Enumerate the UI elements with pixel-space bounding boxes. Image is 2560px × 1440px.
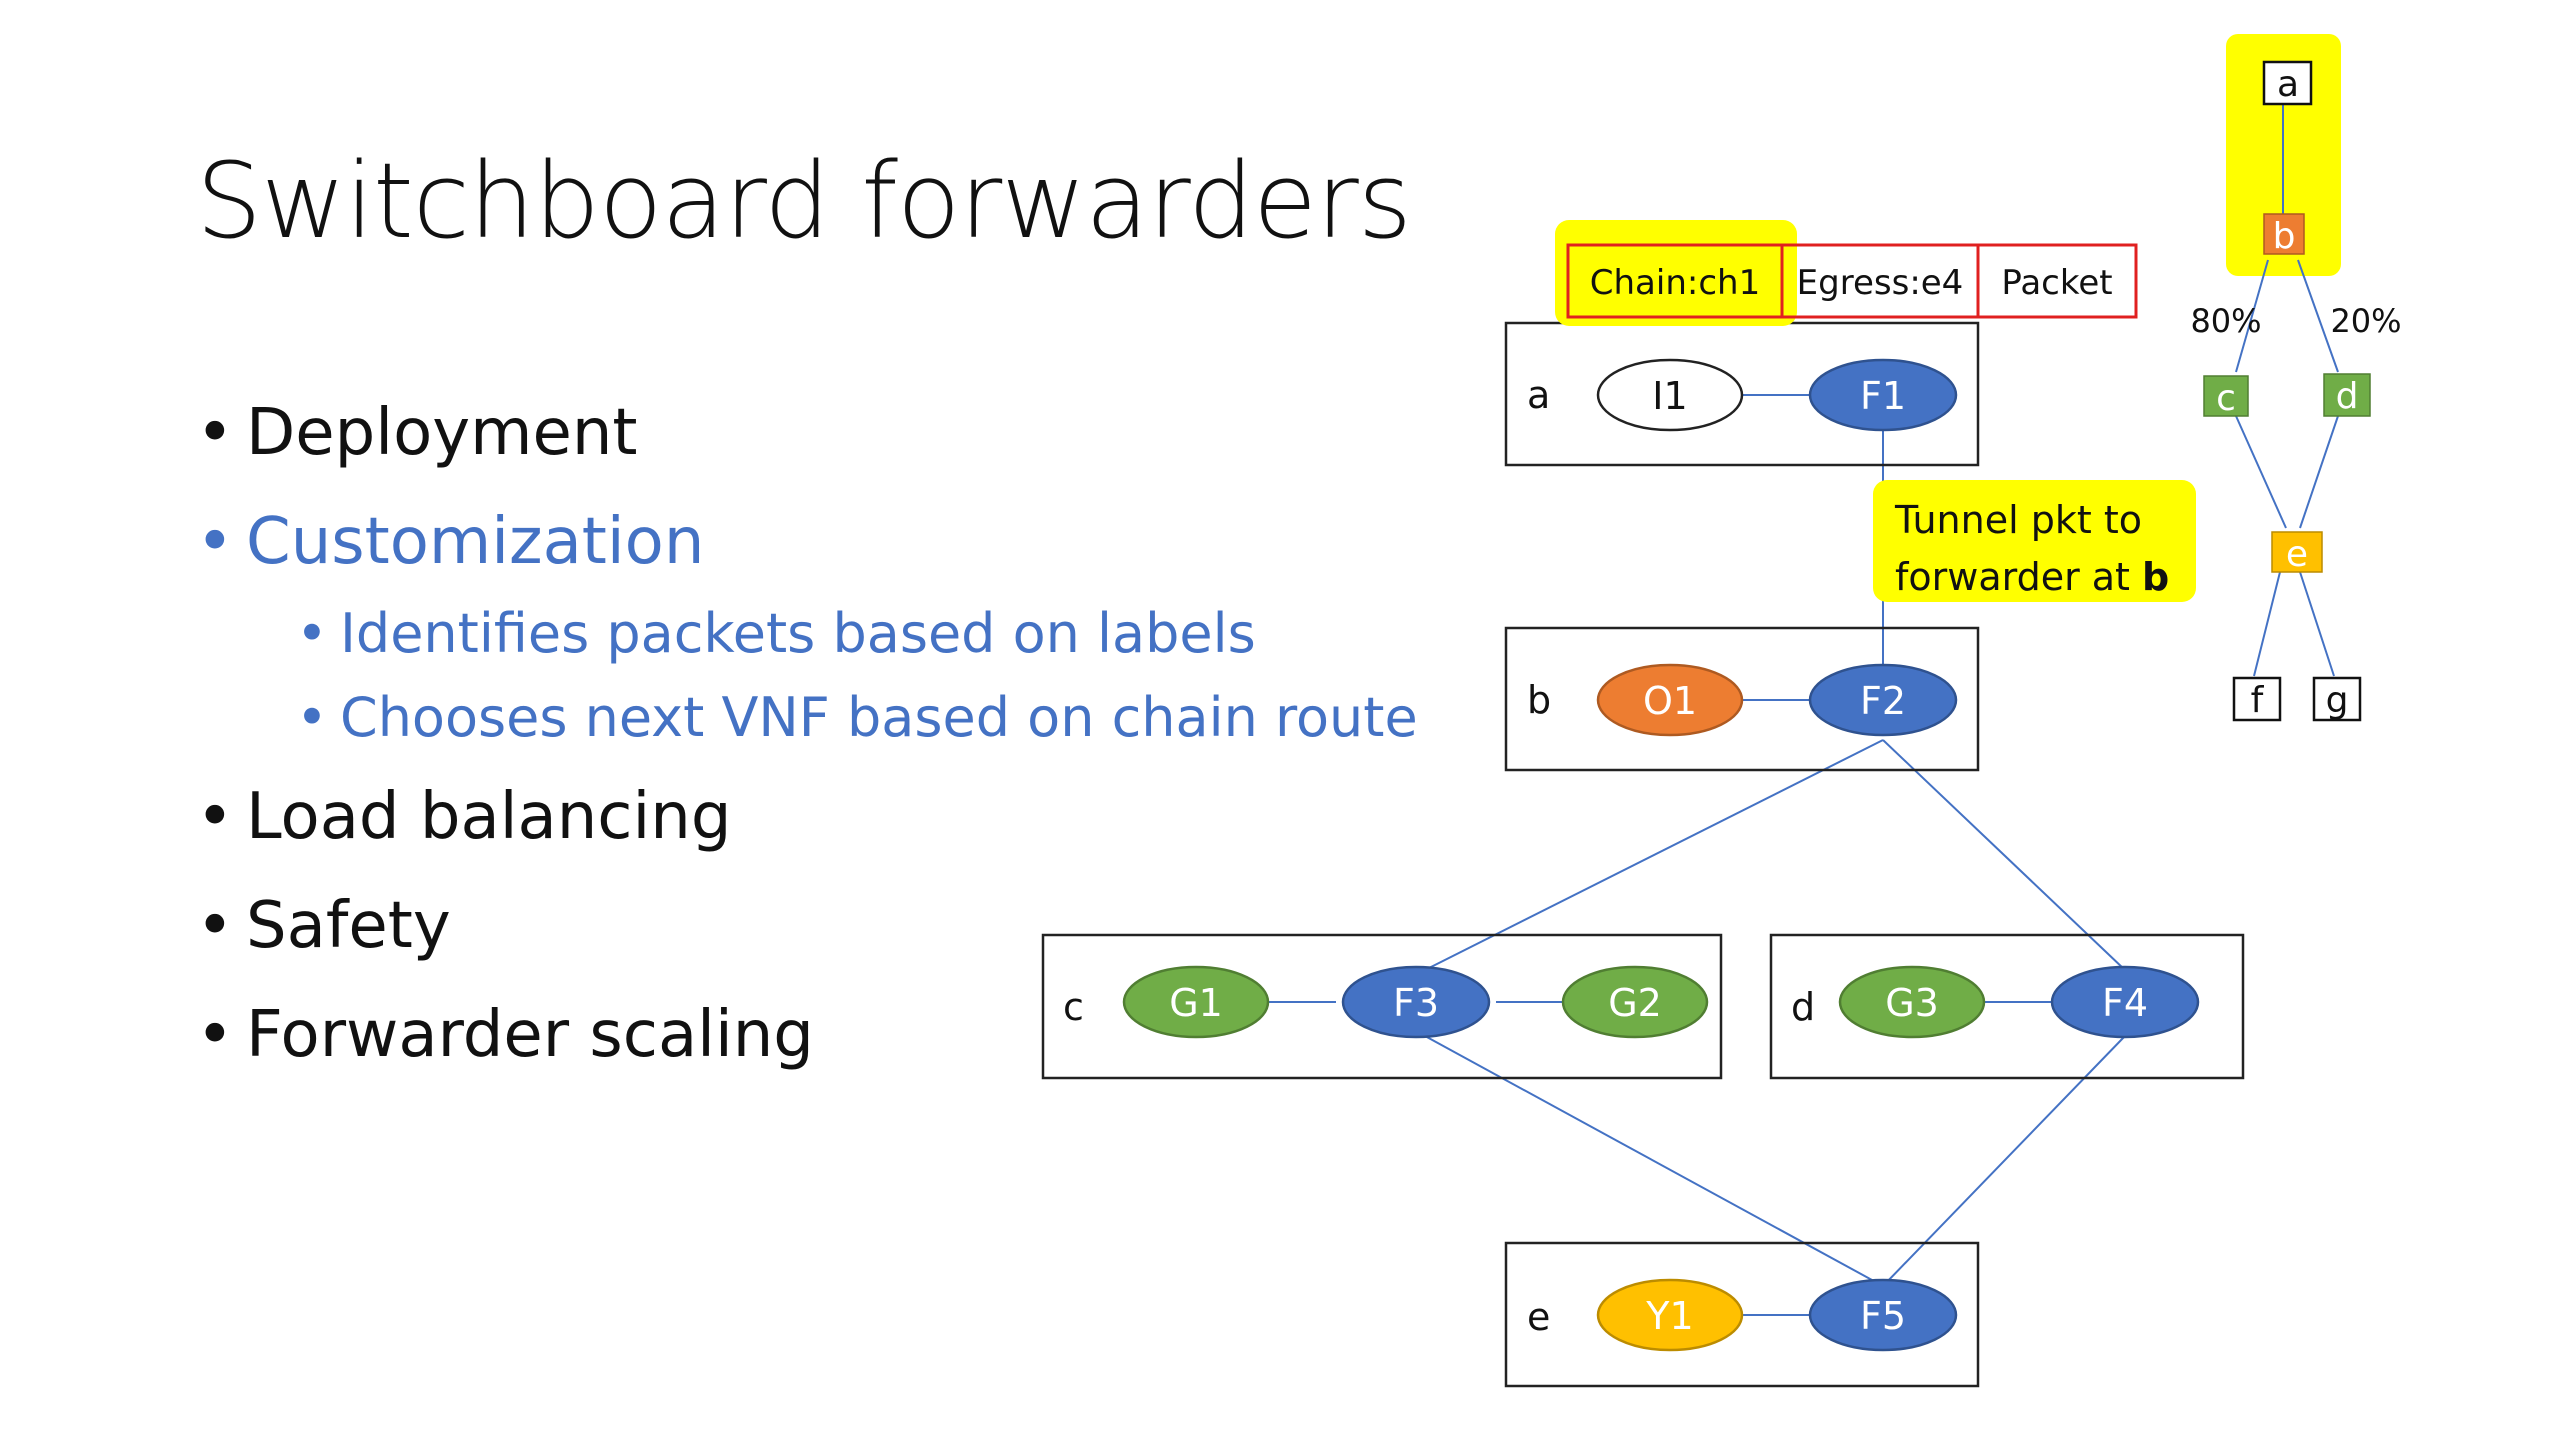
edge-c-e [2235, 415, 2287, 529]
bullet-text: Load balancing [246, 780, 732, 854]
forwarder-f3-label: F3 [1393, 981, 1439, 1025]
vnf-o1 [1596, 663, 1744, 737]
vnf-i1-label: I1 [1652, 374, 1687, 418]
slide-title: Switchboard forwarders [196, 140, 1412, 262]
route-node-f-label: f [2251, 680, 2265, 721]
callout-line2: forwarder at b [1895, 555, 2169, 599]
site-b-label: b [1527, 678, 1551, 722]
vnf-o1-label: O1 [1643, 679, 1697, 723]
packet-field: Packet [2001, 263, 2112, 303]
forwarder-f1-label: F1 [1860, 374, 1906, 418]
route-node-g-label: g [2326, 680, 2349, 721]
forwarder-f2 [1808, 663, 1958, 737]
forwarder-f2-label: F2 [1860, 679, 1906, 723]
route-node-b-label: b [2273, 216, 2296, 257]
callout-line1: Tunnel pkt to [1894, 498, 2142, 542]
bullet-text: Safety [246, 889, 451, 963]
forwarder-f5-label: F5 [1860, 1294, 1906, 1338]
bullet-deployment: •Deployment [196, 396, 638, 470]
split-right-label: 20% [2330, 302, 2401, 340]
route-node-c-label: c [2216, 378, 2236, 419]
edge-b-c [2235, 259, 2269, 373]
link-f4-f5 [1882, 1035, 2126, 1287]
vnf-g2-label: G2 [1608, 981, 1662, 1025]
forwarder-f1 [1808, 358, 1958, 432]
site-a-label: a [1527, 373, 1550, 417]
route-node-e [2271, 531, 2323, 573]
packet-header: Chain:ch1 Egress:e4 Packet [1555, 220, 2138, 326]
vnf-i1 [1596, 358, 1744, 432]
bullet-text: Deployment [246, 396, 638, 470]
site-e-label: e [1527, 1295, 1550, 1339]
route-node-b [2263, 213, 2305, 255]
split-left-label: 80% [2190, 302, 2261, 340]
bullet-text: Identifies packets based on labels [340, 602, 1256, 665]
vnf-y1 [1596, 1278, 1744, 1352]
forwarder-f4-label: F4 [2102, 981, 2148, 1025]
vnf-g3-label: G3 [1885, 981, 1939, 1025]
bullet-safety: •Safety [196, 889, 451, 963]
site-c-label: c [1063, 985, 1084, 1029]
site-d-box [1769, 933, 2245, 1080]
chain-field: Chain:ch1 [1590, 263, 1760, 303]
bullet-text: Forwarder scaling [246, 998, 814, 1072]
tunnel-callout: Tunnel pkt to forwarder at b [1873, 480, 2196, 602]
site-e-box [1504, 1241, 1980, 1388]
forwarder-f5 [1808, 1278, 1958, 1352]
callout-line2-bold: b [2142, 555, 2169, 599]
vnf-g3 [1838, 965, 1986, 1039]
link-f2-f3 [1424, 739, 1884, 971]
route-node-g [2312, 676, 2362, 722]
vnf-g2 [1561, 965, 1709, 1039]
callout-background [1873, 480, 2196, 602]
edge-e-g [2299, 571, 2335, 677]
route-node-a-label: a [2277, 64, 2299, 105]
site-d-label: d [1791, 985, 1815, 1029]
route-node-f [2232, 676, 2282, 722]
route-node-c [2203, 375, 2249, 417]
edge-e-f [2253, 571, 2281, 677]
route-node-e-label: e [2286, 534, 2308, 575]
route-node-a [2262, 60, 2313, 106]
vnf-g1-label: G1 [1169, 981, 1223, 1025]
vnf-y1-label: Y1 [1645, 1294, 1693, 1338]
forwarder-f4 [2050, 965, 2200, 1039]
bullet-text: Chooses next VNF based on chain route [340, 686, 1418, 749]
bullet-load-balancing: •Load balancing [196, 780, 732, 854]
callout-line2-text: forwarder at [1895, 555, 2142, 599]
site-c-box [1041, 933, 1723, 1080]
egress-field: Egress:e4 [1797, 263, 1964, 303]
edge-b-d [2297, 259, 2339, 373]
route-node-d [2323, 373, 2371, 417]
chain-route-graph: a b c d e f g 80% 20% [2190, 34, 2402, 722]
link-f3-f5 [1424, 1035, 1884, 1287]
sub-bullet-identifies: •Identifies packets based on labels [296, 602, 1256, 665]
vnf-g1 [1122, 965, 1270, 1039]
route-node-d-label: d [2336, 376, 2359, 417]
bullet-forwarder-scaling: •Forwarder scaling [196, 998, 814, 1072]
bullet-text: Customization [246, 505, 705, 579]
site-b-box [1504, 626, 1980, 772]
link-f2-f4 [1882, 739, 2126, 971]
forwarder-f3 [1341, 965, 1491, 1039]
packet-field-box [1976, 243, 2138, 319]
edge-d-e [2299, 415, 2339, 529]
sub-bullet-chooses: •Chooses next VNF based on chain route [296, 686, 1418, 749]
bullet-customization: •Customization [196, 505, 705, 579]
